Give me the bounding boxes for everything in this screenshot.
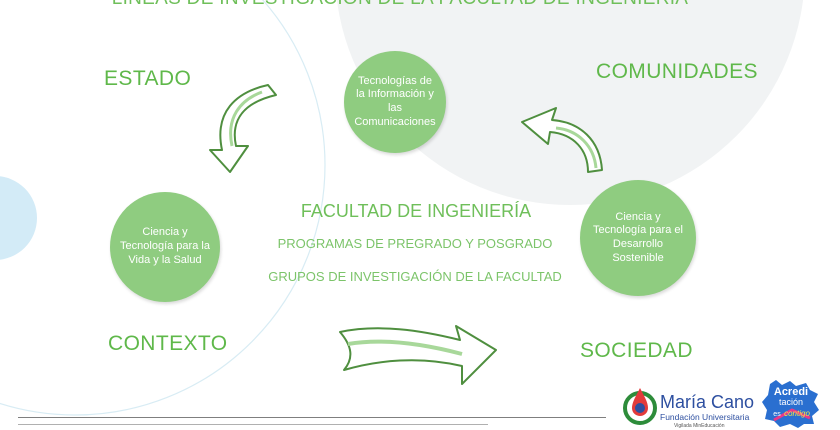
label-estado: ESTADO — [104, 67, 192, 90]
footer-line-2 — [18, 424, 488, 425]
center-programs: PROGRAMAS DE PREGRADO Y POSGRADO — [277, 236, 553, 251]
page-title: LÍNEAS DE INVESTIGACIÓN DE LA FACULTAD D… — [0, 0, 800, 10]
circle-desarrollo-text: Ciencia y Tecnología para el Desarrollo … — [593, 210, 683, 264]
arrow-comunidades-icon — [521, 107, 603, 173]
logo-name: María Cano — [660, 392, 755, 412]
arrow-estado-icon — [209, 84, 277, 173]
logo-subtitle: Fundación Universitaria — [660, 412, 750, 422]
center-groups: GRUPOS DE INVESTIGACIÓN DE LA FACULTAD — [268, 269, 562, 284]
arrow-sociedad-icon — [339, 325, 497, 385]
footer-line-1 — [18, 417, 606, 418]
badge-line2: tación — [779, 397, 803, 407]
label-comunidades: COMUNIDADES — [596, 60, 758, 83]
circle-tic-text: Tecnologías de la Información y las Comu… — [354, 74, 436, 128]
badge-line1: Acredi — [774, 386, 808, 398]
badge-line3: es — [773, 411, 781, 418]
background-blue-circle — [0, 176, 37, 260]
background-ring — [0, 0, 326, 416]
badge-line4: contigo — [784, 409, 810, 418]
center-title: FACULTAD DE INGENIERÍA — [300, 201, 532, 221]
label-sociedad: SOCIEDAD — [580, 339, 693, 362]
logo-vigilada: Vigilada MinEducación — [674, 423, 725, 429]
maria-cano-logo-icon — [623, 388, 657, 425]
circle-vida-salud: Ciencia y Tecnología para la Vida y la S… — [110, 192, 220, 302]
circle-vida-salud-text: Ciencia y Tecnología para la Vida y la S… — [120, 226, 210, 266]
circle-desarrollo-sostenible: Ciencia y Tecnología para el Desarrollo … — [580, 180, 696, 296]
label-contexto: CONTEXTO — [108, 332, 228, 355]
acreditacion-badge-icon: Acredi tación es contigo — [762, 380, 819, 428]
circle-tic: Tecnologías de la Información y las Comu… — [344, 51, 446, 153]
background-large-circle — [336, 0, 804, 205]
